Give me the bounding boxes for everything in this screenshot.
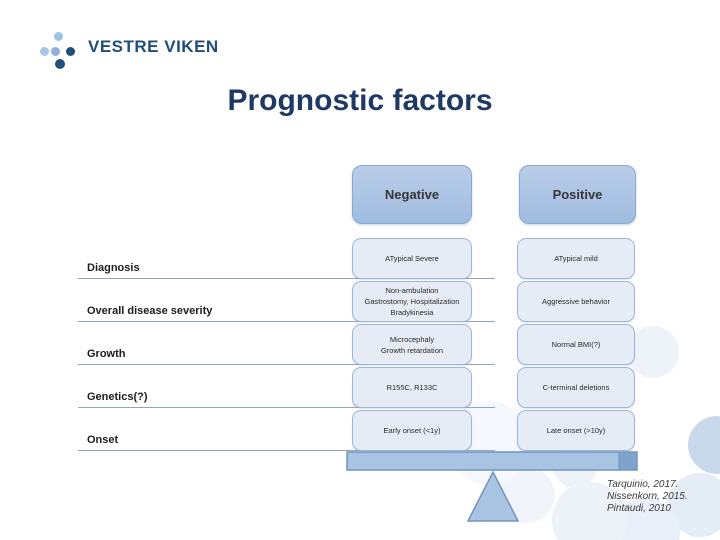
logo-dot-icon [40,47,49,56]
balance-beam [346,451,638,471]
logo-dot-icon [54,32,63,41]
positive-cell: C-terminal deletions [517,367,635,408]
negative-cell: R155C, R133C [352,367,472,408]
decor-circle [627,326,679,378]
row-label: Genetics(?) [87,391,148,403]
page-title: Prognostic factors [227,84,493,117]
row-label: Onset [87,434,119,446]
decor-circle [552,482,628,540]
balance-beam-cap [618,451,638,471]
logo-dot-icon [55,59,65,69]
row-label: Diagnosis [87,262,140,274]
negative-cell: Microcephaly Growth retardation [352,324,472,365]
balance-fulcrum-triangle [466,470,520,522]
positive-cell: ATypical mild [517,238,635,279]
logo-dot-icon [51,47,60,56]
positive-cell: Normal BMI(?) [517,324,635,365]
citation-list: Tarquinio, 2017.Nissenkorn, 2015.Pintaud… [607,479,688,515]
row-label: Growth [87,348,126,360]
negative-cell: Non-ambulation Gastrostomy, Hospitalizat… [352,281,472,322]
row-underline [78,407,495,408]
column-header-positive: Positive [519,165,636,224]
logo: VESTRE VIKEN [20,12,240,69]
row-underline [78,450,495,451]
positive-cell: Aggressive behavior [517,281,635,322]
row-underline [78,278,495,279]
positive-cell: Late onset (>10y) [517,410,635,451]
negative-cell: ATypical Severe [352,238,472,279]
column-header-negative: Negative [352,165,472,224]
citation-line: Nissenkorn, 2015. [607,491,688,502]
row-label: Overall disease severity [87,305,213,317]
logo-text: VESTRE VIKEN [88,37,219,56]
row-underline [78,364,495,365]
logo-dot-icon [66,47,75,56]
citation-line: Tarquinio, 2017. [607,479,679,490]
row-underline [78,321,495,322]
negative-cell: Early onset (<1y) [352,410,472,451]
citation-line: Pintaudi, 2010 [607,503,671,514]
